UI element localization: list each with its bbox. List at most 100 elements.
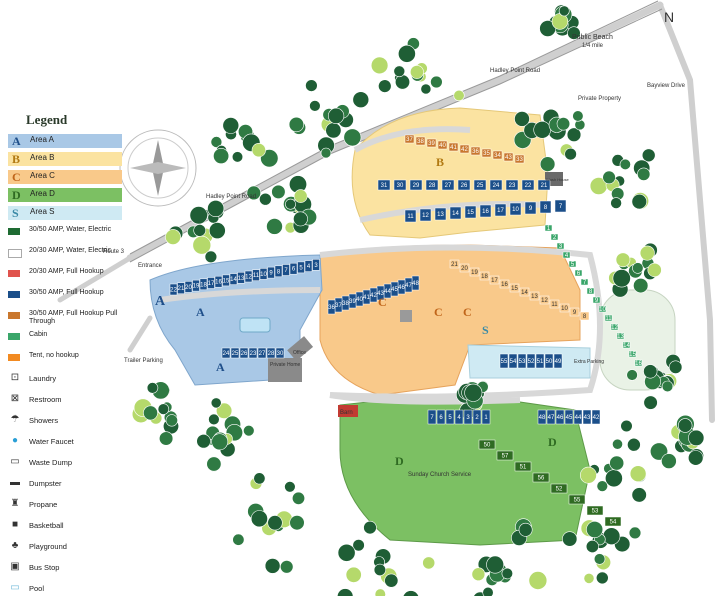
tree — [566, 127, 582, 142]
legend-area-label: Area D — [30, 189, 55, 198]
tree — [583, 573, 595, 584]
tree — [208, 222, 226, 240]
public-beach-distance: 1/4 mile — [582, 43, 604, 49]
tree — [251, 143, 266, 158]
campsite — [509, 202, 522, 216]
shower-icon: ☂ — [10, 414, 20, 425]
tree — [243, 425, 255, 437]
campsite — [586, 287, 595, 295]
legend-area-letter: C — [12, 170, 21, 184]
campsite — [409, 179, 423, 191]
campsite — [481, 148, 492, 158]
legend-amenity: ☂ Showers — [8, 414, 128, 431]
campsite — [434, 207, 447, 221]
campsite-number: 14 — [623, 343, 630, 349]
tree — [633, 278, 649, 294]
campsite — [555, 409, 565, 425]
amenity-label: Restroom — [29, 395, 62, 404]
campsite-number: 5 — [448, 415, 452, 421]
tree — [165, 414, 178, 427]
tree — [208, 413, 220, 426]
campsite-number: 36 — [472, 149, 479, 155]
campsite-number: 8 — [583, 314, 587, 320]
campsite-number: 42 — [461, 147, 468, 153]
tree — [264, 558, 281, 574]
campsite-number: 10 — [599, 307, 606, 313]
tree — [216, 402, 233, 419]
campsite — [404, 134, 415, 144]
tree — [210, 136, 223, 148]
campsite — [616, 332, 625, 340]
amenity-label: Showers — [29, 416, 59, 425]
tree — [564, 147, 577, 161]
campsite-number: 30 — [397, 183, 404, 189]
tree — [643, 395, 658, 410]
campsite — [537, 409, 547, 425]
legend-site-type: 30/50 AMP, Water, Electric — [8, 226, 128, 242]
site-type-label: Tent, no hookup — [29, 352, 79, 359]
campsite-number: 37 — [335, 303, 342, 309]
campsite-number: 16 — [215, 280, 222, 286]
tree — [586, 520, 604, 538]
extra-parking-label: Extra Parking — [574, 359, 604, 365]
campsite-number: 44 — [575, 415, 582, 421]
campsite-number: 9 — [269, 271, 273, 277]
bayview-drive-label: Bayview Drive — [647, 83, 686, 89]
tree — [605, 469, 623, 488]
tree — [533, 121, 552, 139]
campsite-number: 21 — [541, 183, 548, 189]
campsite-number: 29 — [413, 183, 420, 189]
tree — [629, 465, 647, 483]
campsite-number: 55 — [501, 359, 508, 365]
campsite-number: 28 — [268, 351, 275, 357]
tree — [486, 555, 505, 574]
campsite-number: 36 — [328, 305, 335, 311]
campsite — [496, 450, 514, 461]
campsite — [569, 307, 580, 317]
campsite — [610, 323, 619, 331]
tree — [378, 79, 392, 93]
tree — [572, 110, 584, 122]
campsite — [289, 262, 298, 275]
tree — [394, 74, 410, 90]
campsite — [519, 287, 530, 297]
campsite-number: 13 — [531, 294, 538, 300]
tree — [647, 262, 662, 278]
campsite — [517, 353, 527, 369]
campsite-number: 40 — [356, 297, 363, 303]
tree — [610, 197, 622, 209]
campsite-number: 30 — [277, 351, 284, 357]
trees — [131, 4, 705, 596]
barn-label: Barn — [340, 410, 353, 416]
tree — [471, 567, 486, 582]
tree — [641, 148, 656, 163]
site-type-swatch — [8, 228, 20, 235]
campsite — [592, 296, 601, 304]
public-beach-label: Public Beach — [572, 34, 613, 41]
campsite — [257, 347, 267, 359]
tree — [393, 65, 406, 78]
campsite — [573, 409, 583, 425]
tree — [259, 192, 272, 206]
campsite — [266, 347, 276, 359]
campsite — [634, 359, 643, 367]
campsite-number: 27 — [259, 351, 266, 357]
legend-area-letter: B — [12, 152, 21, 166]
tree — [558, 5, 570, 17]
hadley-point-road-top: Hadley Point Road — [490, 68, 540, 74]
campsite — [449, 259, 460, 269]
campsite-number: 10 — [260, 272, 267, 278]
tree — [211, 433, 229, 451]
site-type-label: 20/30 AMP, Full Hookup — [29, 268, 104, 275]
campsite-number: 17 — [497, 208, 504, 214]
site-type-swatch — [8, 270, 20, 277]
campsite-number: 23 — [250, 351, 257, 357]
campsite-number: 43 — [505, 155, 512, 161]
campsite — [532, 472, 550, 483]
tree — [285, 198, 296, 210]
campsite — [550, 233, 559, 241]
campsite — [579, 311, 590, 321]
